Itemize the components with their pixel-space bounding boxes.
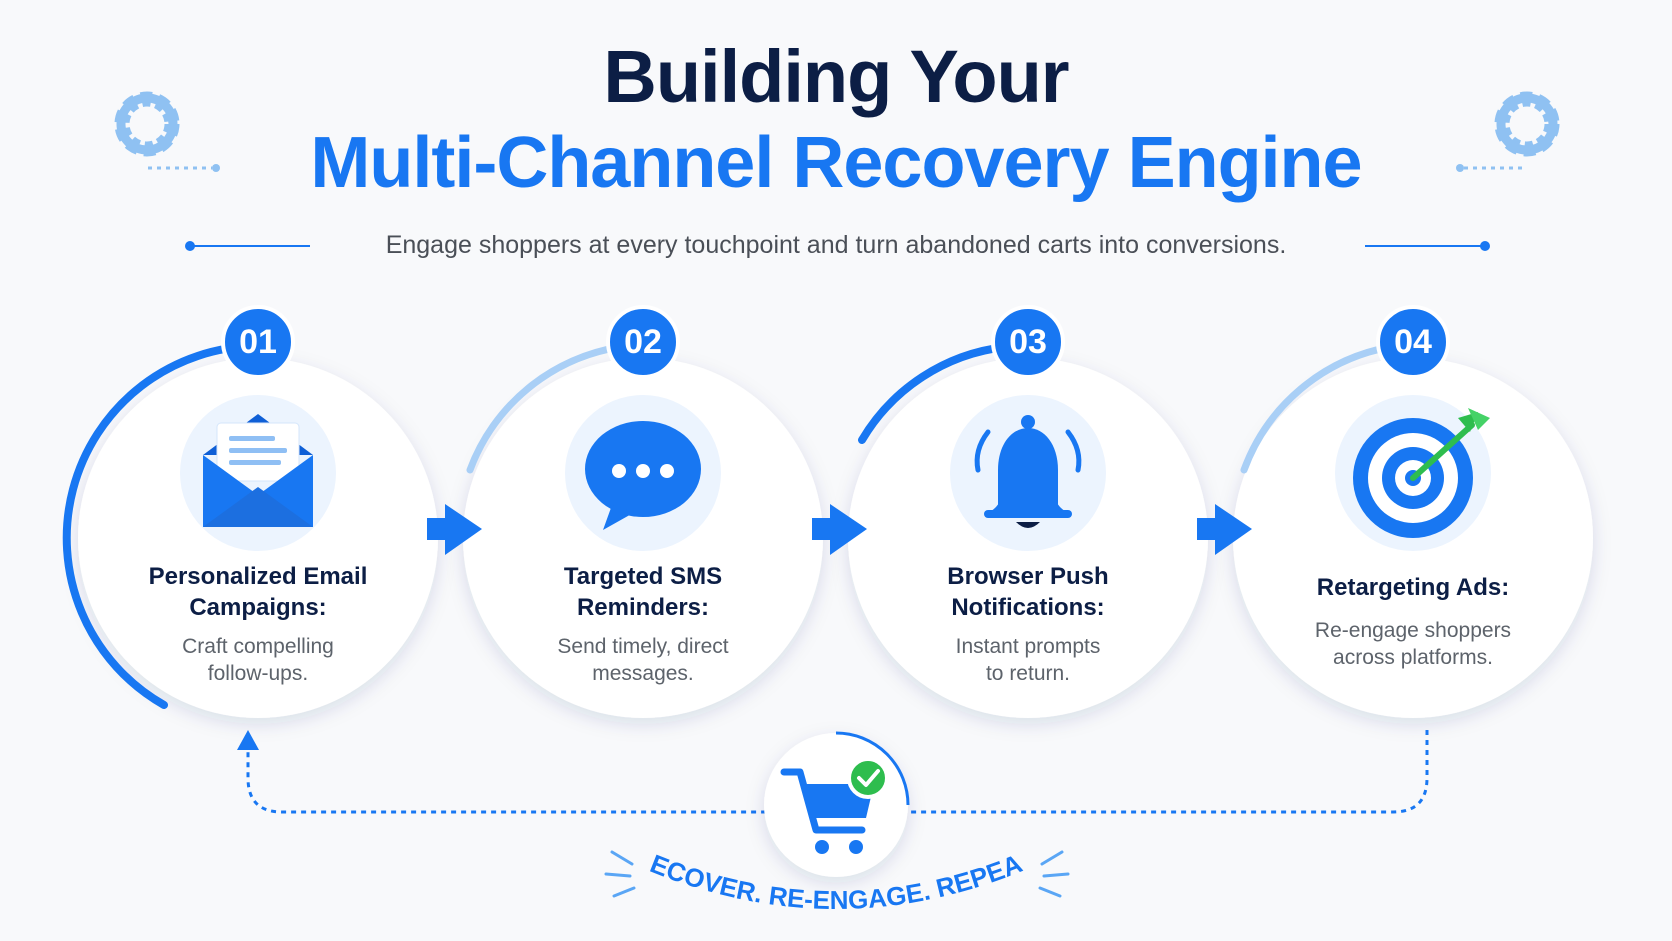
page-subtitle: Engage shoppers at every touchpoint and … (385, 231, 1287, 259)
step-desc-4-line-2: across platforms. (1333, 646, 1493, 669)
gear-icon-left (114, 91, 180, 157)
step-title-1-line-2: Campaigns: (189, 594, 327, 621)
loop-return-arrowhead (237, 730, 259, 750)
flow-arrow-2-3 (812, 504, 867, 555)
slogan-sparkle-right (1038, 850, 1070, 898)
flow-arrow-1-2 (427, 504, 482, 555)
step-desc-4: Re-engage shoppers across platforms. (1263, 617, 1563, 671)
progress-arc-1 (62, 342, 262, 709)
step-desc-3-line-1: Instant prompts (955, 635, 1101, 658)
step-badge-3 (991, 305, 1065, 379)
step-number-4: 04 (1394, 323, 1432, 361)
step-title-1-line-1: Personalized Email (148, 563, 368, 590)
step-title-3-line-1: Browser Push (947, 563, 1109, 590)
step-desc-2-line-2: messages. (592, 662, 694, 685)
step-desc-3-line-2: to return. (985, 662, 1071, 685)
step-text-3: Browser Push Notifications: Instant prom… (878, 561, 1178, 687)
step-badge-2 (606, 305, 680, 379)
step-title-3-line-2: Notifications: (951, 594, 1105, 621)
progress-arc-3 (858, 343, 1009, 444)
page-title-line-2: Multi-Channel Recovery Engine (310, 123, 1362, 203)
step-number-2: 02 (624, 323, 662, 361)
step-desc-3: Instant prompts to return. (878, 633, 1178, 687)
step-number-3: 03 (1009, 323, 1047, 361)
subtitle-dot-right (1480, 241, 1490, 251)
step-text-4: Retargeting Ads: Re-engage shoppers acro… (1263, 572, 1563, 671)
gear-icon-right (1494, 91, 1560, 157)
step-desc-4-line-1: Re-engage shoppers (1314, 619, 1512, 642)
step-number-1: 01 (239, 323, 277, 361)
step-desc-2: Send timely, direct messages. (493, 633, 793, 687)
step-title-2-line-2: Reminders: (576, 594, 710, 621)
step-desc-1-line-2: follow-ups. (207, 662, 309, 685)
step-desc-1: Craft compelling follow-ups. (108, 633, 408, 687)
bell-icon (974, 415, 1082, 528)
slogan-sparkle-left (604, 850, 636, 898)
progress-arc-2 (466, 343, 624, 474)
flow-arrow-3-4 (1197, 504, 1252, 555)
envelope-icon (203, 414, 313, 527)
cart-card-arc (835, 731, 910, 806)
gear-connector-dot-left (212, 164, 220, 172)
target-icon (1353, 408, 1490, 538)
step-title-2-line-1: Targeted SMS (563, 563, 723, 590)
loop-return-path (246, 730, 1429, 814)
subtitle-dot-left (185, 241, 195, 251)
progress-arc-4 (1240, 343, 1394, 474)
page-title-line-1: Building Your (603, 35, 1069, 118)
step-desc-2-line-1: Send timely, direct (557, 635, 729, 658)
chat-bubble-icon (585, 421, 701, 530)
step-text-1: Personalized Email Campaigns: Craft comp… (108, 561, 408, 687)
shopping-cart-check-icon (780, 757, 889, 854)
step-desc-1-line-1: Craft compelling (182, 635, 334, 658)
step-title-4-line-1: Retargeting Ads: (1316, 574, 1510, 601)
step-badge-1 (221, 305, 295, 379)
step-text-2: Targeted SMS Reminders: Send timely, dir… (493, 561, 793, 687)
step-badge-4 (1376, 305, 1450, 379)
gear-connector-dot-right (1456, 164, 1464, 172)
